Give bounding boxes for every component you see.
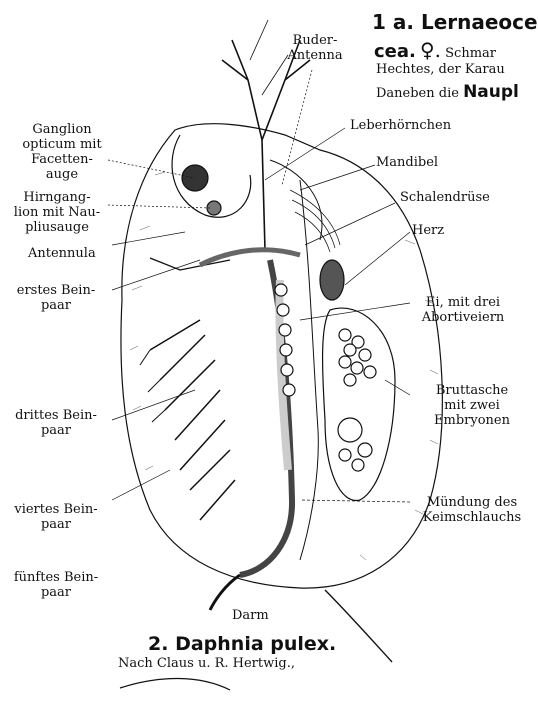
label-muendung: Mündung des Keimschlauchs bbox=[408, 495, 536, 525]
caption-number: 2. bbox=[148, 633, 168, 655]
caption-species: Daphnia pulex. bbox=[175, 633, 336, 655]
title-line2-start: cea. bbox=[374, 41, 416, 62]
label-leberhoernchen: Leberhörnchen bbox=[350, 118, 451, 133]
label-herz: Herz bbox=[412, 223, 444, 238]
label-bruttasche: Bruttasche mit zwei Embryonen bbox=[408, 383, 536, 428]
caption-title: 2. Daphnia pulex. bbox=[148, 633, 336, 655]
label-schalendruese: Schalendrüse bbox=[400, 190, 490, 205]
line4-bold: Naupl bbox=[463, 82, 519, 102]
leader-ruder bbox=[282, 70, 312, 185]
label-antennula: Antennula bbox=[28, 246, 96, 261]
label-darm: Darm bbox=[232, 608, 269, 623]
label-drittes-beinpaar: drittes Bein- paar bbox=[0, 408, 112, 438]
female-symbol: ♀. bbox=[420, 38, 441, 62]
line4-start: Daneben die bbox=[376, 86, 459, 101]
leader-ei bbox=[300, 303, 410, 320]
caption-credit: Nach Claus u. R. Hertwig., bbox=[118, 656, 295, 671]
eggs bbox=[338, 329, 376, 471]
label-ganglion: Ganglion opticum mit Facetten- auge bbox=[8, 122, 116, 182]
title-word: Lernaeocera bbox=[421, 10, 538, 34]
leader-erstes bbox=[112, 260, 200, 290]
label-mandibel: Mandibel bbox=[376, 155, 438, 170]
label-ruder-antenna: Ruder- Antenna bbox=[280, 33, 350, 63]
legs bbox=[150, 320, 235, 520]
header-line-1: 1 a. Lernaeocera bbox=[372, 10, 538, 34]
bottom-sketch bbox=[120, 678, 230, 690]
leader-antennula bbox=[112, 232, 185, 245]
label-erstes-beinpaar: erstes Bein- paar bbox=[0, 283, 112, 313]
label-ei: Ei, mit drei Abortiveiern bbox=[408, 295, 518, 325]
leader-herz bbox=[345, 232, 410, 285]
swimming-antenna bbox=[222, 40, 310, 250]
header-line-3: Hechtes, der Karau bbox=[376, 62, 505, 77]
label-viertes-beinpaar: viertes Bein- paar bbox=[0, 502, 112, 532]
heart bbox=[320, 260, 344, 300]
leader-viertes bbox=[112, 470, 170, 500]
leader-hirn bbox=[108, 205, 210, 208]
leader-brut bbox=[385, 380, 410, 395]
header-line-4: Daneben die Naupl bbox=[376, 82, 519, 104]
header-line-2: cea. ♀. Schmar bbox=[374, 40, 496, 64]
plate-number: 1 a. bbox=[372, 10, 414, 34]
label-hirnganglion: Hirngang- lion mit Nau- pliusauge bbox=[2, 190, 112, 235]
line2-rest: Schmar bbox=[445, 46, 496, 61]
leader-mandibel bbox=[300, 165, 375, 190]
label-fuenftes-beinpaar: fünftes Bein- paar bbox=[0, 570, 112, 600]
